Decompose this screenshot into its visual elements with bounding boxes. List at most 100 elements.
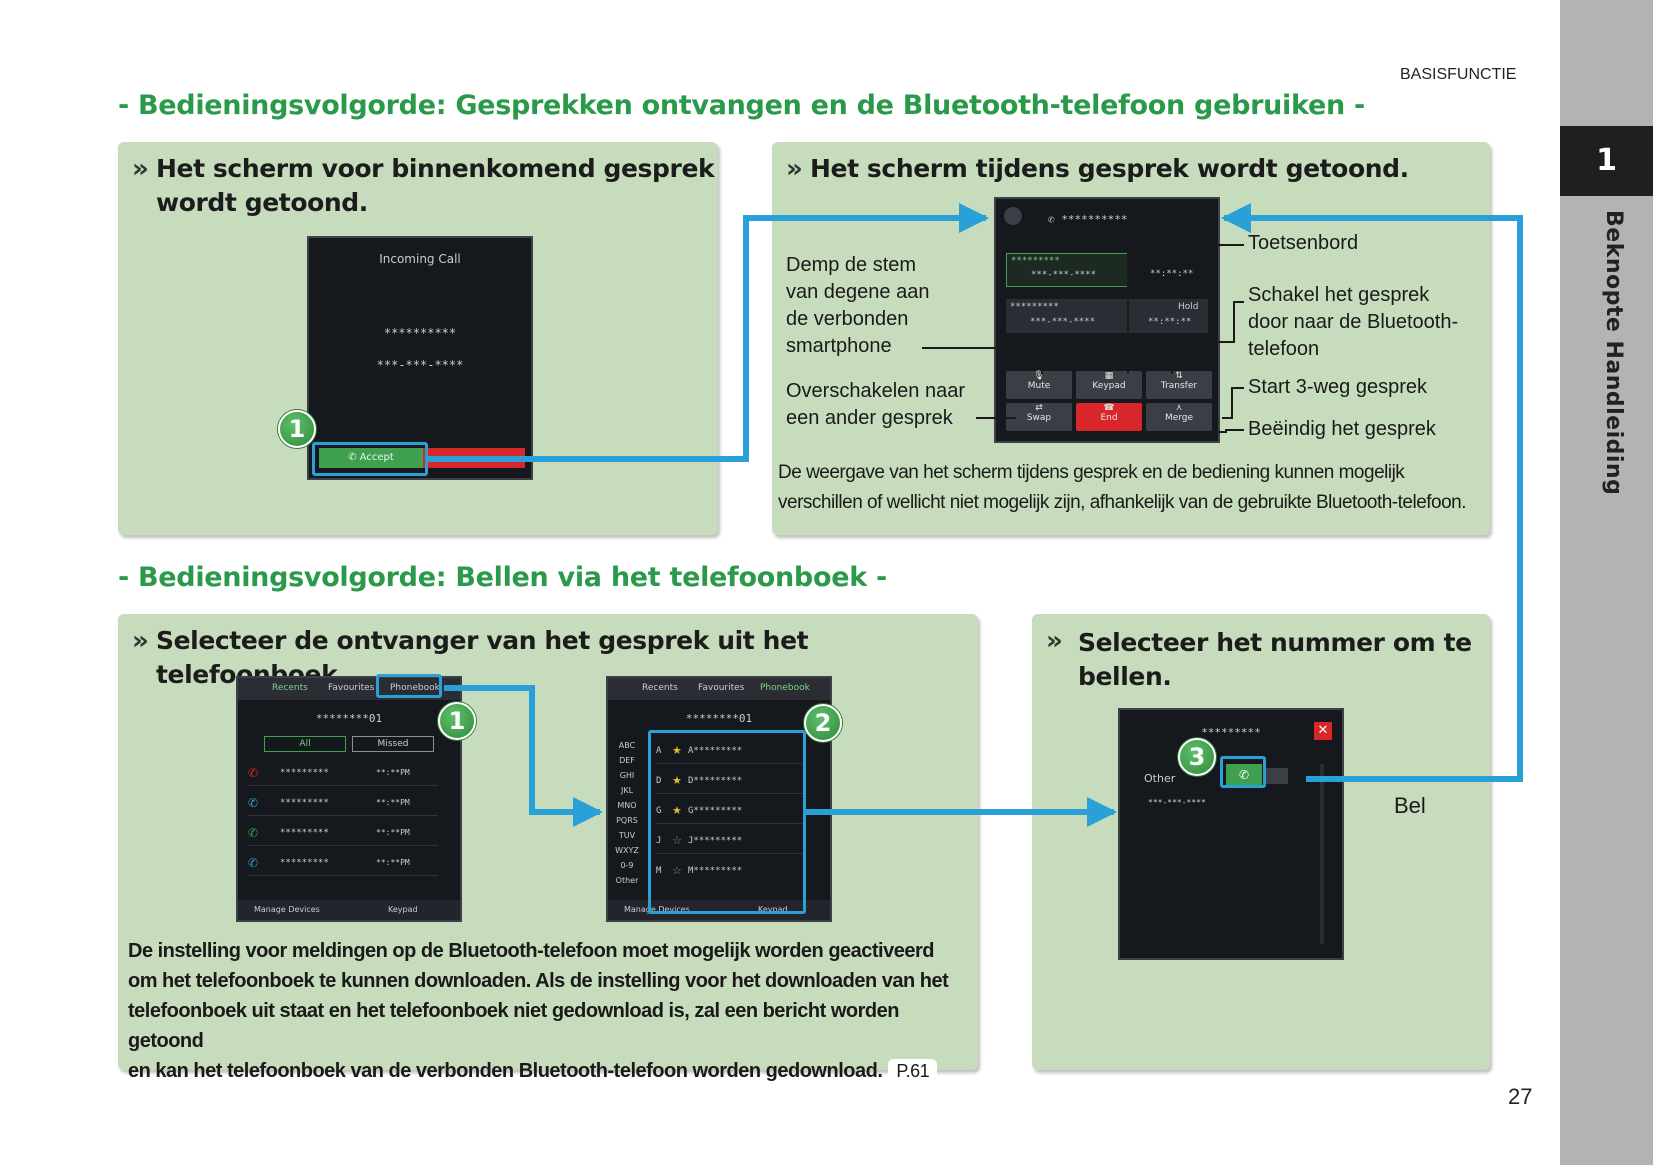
panel-heading: Selecteer het nummer om te bellen.	[1078, 628, 1472, 691]
callout-call: Bel	[1394, 793, 1426, 818]
mute-button[interactable]: 🎙Mute	[1006, 371, 1072, 399]
keypad-button[interactable]: ▦Keypad	[1076, 371, 1142, 399]
tab-favourites[interactable]: Favourites	[328, 683, 375, 693]
end-call-button[interactable]: ☎End	[1076, 403, 1142, 431]
incoming-call-title: Incoming Call	[379, 252, 461, 266]
star-icon: ★	[672, 774, 682, 787]
star-icon: ★	[672, 744, 682, 757]
tab-recents[interactable]: Recents	[642, 683, 678, 693]
outgoing-call-icon: ✆	[248, 826, 259, 840]
section2-title: - Bedieningsvolgorde: Bellen via het tel…	[118, 562, 887, 593]
keypad-button[interactable]: Keypad	[388, 905, 418, 914]
contact-list-highlight	[648, 730, 806, 914]
chapter-title: Beknopte Handleiding	[1601, 210, 1626, 496]
chevron-icon: »	[1046, 626, 1063, 656]
contact-detail-screen: ********* ✕ Other ***-***-**** ✆	[1118, 708, 1344, 960]
contact-row[interactable]: G ★ G*********	[656, 800, 806, 824]
caller-number: ***-***-****	[376, 358, 464, 372]
tab-bar: Recents Favourites Phonebook	[608, 678, 830, 700]
swap-icon: ⇄	[1035, 403, 1043, 413]
transfer-icon: ⇅	[1175, 371, 1183, 381]
accept-highlight	[312, 442, 428, 476]
star-outline-icon: ☆	[672, 834, 682, 847]
alphabet-index[interactable]: ABC DEF GHI JKL MNO PQRS TUV WXYZ 0-9 Ot…	[615, 741, 639, 885]
manage-devices-button[interactable]: Manage Devices	[254, 905, 320, 914]
step-badge-1: 1	[278, 410, 316, 448]
device-header: ********01	[685, 712, 753, 725]
mic-icon: 🎙	[1033, 371, 1045, 381]
filter-all[interactable]: All	[264, 736, 346, 752]
phonebook-note: De instelling voor meldingen op de Bluet…	[128, 940, 949, 1083]
list-item[interactable]: ✆ ********* **:**PM	[248, 852, 438, 876]
panel-phonebook: » Selecteer de ontvanger van het gesprek…	[118, 614, 978, 1083]
chevron-icon: »	[132, 626, 149, 656]
step-badge-1: 1	[438, 702, 476, 740]
number-label: Other	[1144, 772, 1176, 785]
back-icon[interactable]	[1004, 207, 1022, 225]
tab-recents[interactable]: Recents	[272, 683, 308, 693]
transfer-button[interactable]: ⇅Transfer	[1146, 371, 1212, 399]
chapter-number: 1	[1560, 126, 1653, 196]
manage-devices-button[interactable]: Manage Devices	[624, 905, 690, 914]
page-reference-link[interactable]: P.61	[888, 1059, 938, 1083]
caller-name: **********	[383, 326, 457, 340]
accept-button[interactable]: ✆ Accept	[319, 448, 423, 468]
section1-title: - Bedieningsvolgorde: Gesprekken ontvang…	[118, 90, 1365, 121]
during-call-screen: ✆ ********** ********* ***-***-**** **:*…	[994, 197, 1220, 443]
scrollbar[interactable]	[1320, 764, 1324, 944]
panel-heading: Het scherm voor binnenkomend gesprek wor…	[156, 154, 715, 217]
callout-merge: Start 3-weg gesprek	[1248, 376, 1427, 398]
chevron-icon: »	[132, 154, 149, 184]
panel-during-call: » Het scherm tijdens gesprek wordt getoo…	[772, 142, 1490, 535]
star-icon: ★	[672, 804, 682, 817]
chevron-icon: »	[786, 154, 803, 184]
contact-row[interactable]: A ★ A*********	[656, 740, 806, 764]
device-header: ********01	[315, 712, 383, 725]
close-icon[interactable]: ✕	[1314, 722, 1332, 740]
contact-number: ***-***-****	[1148, 798, 1206, 807]
merge-button[interactable]: ⋏Merge	[1146, 403, 1212, 431]
contact-row[interactable]: J ☆ J*********	[656, 830, 806, 854]
phone-icon: ✆	[348, 452, 360, 463]
message-icon[interactable]	[1266, 768, 1288, 784]
decline-button[interactable]	[421, 448, 525, 468]
incoming-call-icon: ✆	[248, 796, 259, 810]
active-caller: ✆ **********	[1048, 213, 1128, 226]
list-item[interactable]: ✆ ********* **:**PM	[248, 822, 438, 846]
panel-incoming-call: » Het scherm voor binnenkomend gesprek w…	[118, 142, 718, 535]
call-button-highlight	[1220, 756, 1266, 788]
callout-keypad: Toetsenbord	[1248, 232, 1359, 254]
step-badge-3: 3	[1178, 738, 1216, 776]
tab-bar: Recents Favourites Phonebook	[238, 678, 460, 700]
call-line-1[interactable]: ********* ***-***-****	[1006, 253, 1128, 287]
tab-phonebook[interactable]: Phonebook	[760, 683, 810, 693]
contact-name: *********	[1201, 726, 1261, 739]
keypad-button[interactable]: Keypad	[758, 905, 788, 914]
panel-select-number: » Selecteer het nummer om te bellen. ***…	[1032, 614, 1490, 1070]
list-item[interactable]: ✆ ********* **:**PM	[248, 762, 438, 786]
footer-bar: Manage Devices Keypad	[238, 900, 460, 920]
contact-row[interactable]: M ☆ M*********	[656, 864, 743, 877]
incoming-call-icon: ✆	[248, 856, 259, 870]
swap-button[interactable]: ⇄Swap	[1006, 403, 1072, 431]
phone-icon: ✆	[1048, 213, 1062, 226]
contact-row[interactable]: D ★ D*********	[656, 770, 806, 794]
tab-favourites[interactable]: Favourites	[698, 683, 745, 693]
tab-phonebook[interactable]: Phonebook	[390, 683, 440, 693]
page-number: 27	[1508, 1084, 1533, 1109]
keypad-icon: ▦	[1104, 371, 1114, 381]
merge-icon: ⋏	[1175, 403, 1183, 413]
side-tab: 1 Beknopte Handleiding	[1560, 0, 1653, 1165]
star-outline-icon: ☆	[672, 864, 682, 877]
filter-missed[interactable]: Missed	[352, 736, 434, 752]
callout-transfer: Schakel het gesprek door naar de Bluetoo…	[1248, 284, 1459, 360]
step-badge-2: 2	[804, 704, 842, 742]
during-call-note: De weergave van het scherm tijdens gespr…	[778, 462, 1467, 513]
header-label: BASISFUNCTIE	[1400, 66, 1517, 83]
callout-end: Beëindig het gesprek	[1248, 418, 1436, 440]
call-line-2[interactable]: ********* Hold ***-***-**** **:**:**	[1006, 299, 1208, 333]
hangup-icon: ☎	[1103, 403, 1115, 413]
list-item[interactable]: ✆ ********* **:**PM	[248, 792, 438, 816]
phonebook-screen-2: Recents Favourites Phonebook ********01 …	[606, 676, 832, 922]
footer-bar: Manage Devices Keypad	[608, 900, 830, 920]
